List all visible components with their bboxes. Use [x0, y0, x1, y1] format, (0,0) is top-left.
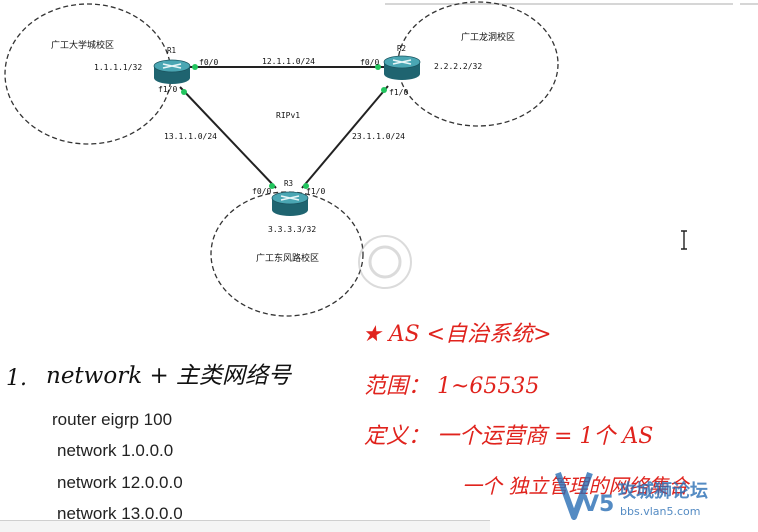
- port-r1-f00: [192, 64, 198, 70]
- link-r2-r3: [301, 85, 389, 189]
- red-note-line-4: 一个 独立管理的网络集合: [462, 474, 689, 498]
- link-r1r3-label: 13.1.1.0/24: [164, 132, 217, 141]
- port-r2-f00: [375, 64, 381, 70]
- port-r2-f10: [381, 87, 387, 93]
- zone-label-2: 广工龙洞校区: [461, 31, 515, 43]
- watermark-logo-text: V5: [582, 492, 614, 517]
- port-r3-f00: [269, 183, 275, 189]
- red-note-line-3: 定义： 一个运营商 = 1个 AS: [364, 424, 654, 449]
- r1-loopback: 1.1.1.1/32: [94, 63, 142, 72]
- r3-loopback: 3.3.3.3/32: [268, 225, 316, 234]
- r2-loopback: 2.2.2.2/32: [434, 62, 482, 71]
- playback-overlay-icon: [358, 235, 412, 289]
- zone-ellipse-1: [4, 3, 172, 145]
- port-r1-f10: [181, 89, 187, 95]
- config-line-4: network 13.0.0.0: [57, 504, 183, 523]
- router-r1-label: R1: [167, 46, 176, 55]
- note-item-number: 1.: [6, 366, 27, 391]
- r2-f10-label: f1/0: [389, 88, 408, 97]
- router-r2-label: R2: [397, 44, 406, 53]
- watermark-url: bbs.vlan5.com: [620, 505, 700, 518]
- r1-f10-label: f1/0: [158, 85, 177, 94]
- zone-label-1: 广工大学城校区: [51, 39, 114, 51]
- router-r3-icon[interactable]: [271, 191, 309, 216]
- link-r1r2-label: 12.1.1.0/24: [262, 57, 315, 66]
- router-r1-icon[interactable]: [153, 59, 191, 84]
- link-r2r3-label: 23.1.1.0/24: [352, 132, 405, 141]
- link-r1-r3: [179, 86, 277, 189]
- r3-f00-label: f0/0: [252, 187, 271, 196]
- watermark-title: 攻城狮论坛: [618, 480, 708, 502]
- router-r2-icon[interactable]: [383, 55, 421, 80]
- zone-label-3: 广工东风路校区: [256, 252, 319, 264]
- red-note-line-2: 范围： 1~65535: [364, 374, 540, 399]
- zone-ellipse-3: [210, 191, 364, 317]
- router-r3-label: R3: [284, 179, 293, 188]
- red-note-line-1: ★ AS <自治系统>: [362, 322, 552, 347]
- note-item-text: network + 主类网络号: [46, 363, 292, 389]
- bottom-scroll-bar[interactable]: [0, 520, 490, 532]
- config-line-1: router eigrp 100: [52, 410, 173, 429]
- text-cursor-icon: [681, 230, 687, 250]
- protocol-label: RIPv1: [276, 111, 300, 120]
- zone-ellipse-2: [397, 1, 559, 127]
- r3-f10-label: f1/0: [306, 187, 325, 196]
- watermark-logo: V5 攻城狮论坛 bbs.vlan5.com: [555, 471, 708, 520]
- port-r3-f10: [303, 183, 309, 189]
- r1-f00-label: f0/0: [199, 58, 218, 67]
- config-line-3: network 12.0.0.0: [57, 473, 183, 492]
- config-line-2: network 1.0.0.0: [57, 441, 174, 460]
- r2-f00-label: f0/0: [360, 58, 379, 67]
